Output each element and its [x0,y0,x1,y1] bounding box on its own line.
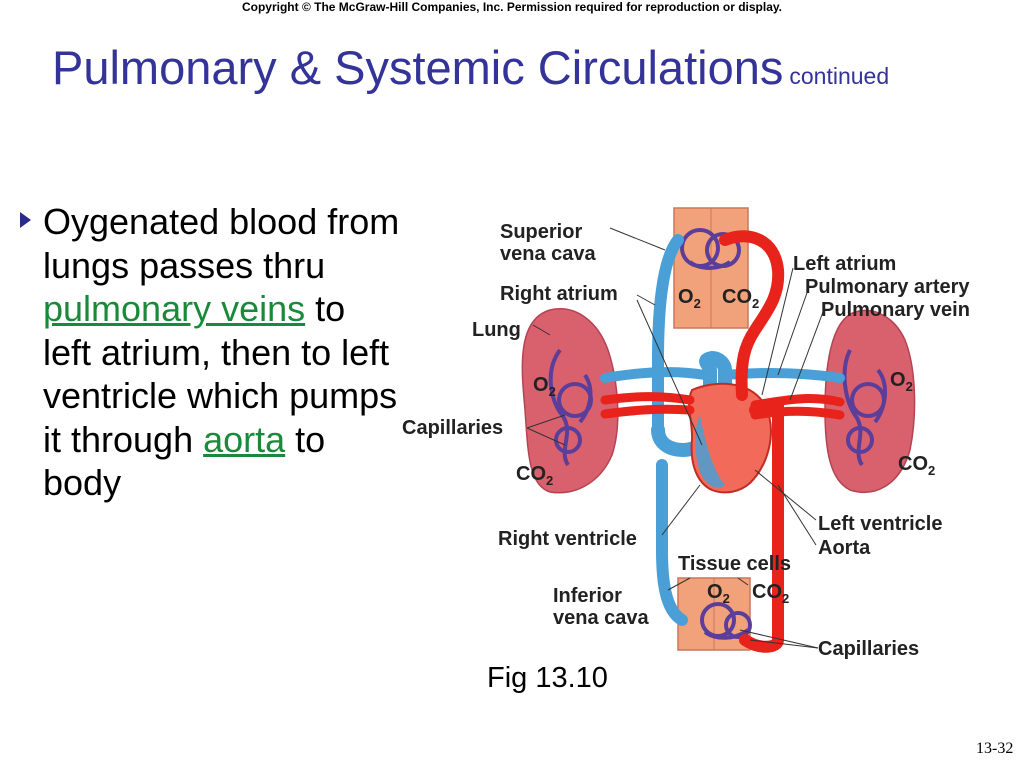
aorta-link[interactable]: aorta [203,418,286,460]
gas-o2-left: O2 [533,374,556,399]
gas-co2-right-sub: 2 [928,463,935,478]
label-capillaries-bottom: Capillaries [818,638,919,660]
left-lung-capillaries [548,348,593,467]
heart-right-side [695,415,725,488]
gas-co2-bottom: CO2 [752,581,789,606]
bullet-text-part1: Oygenated blood from lungs passes thru [43,201,400,286]
label-tissue-cells: Tissue cells [678,553,791,575]
gas-o2-right: O2 [890,369,913,394]
bullet-arrow-icon [20,212,31,228]
gas-co2-left-sub: 2 [546,473,553,488]
gas-co2-top-sub: 2 [752,296,759,311]
bottom-capillaries [700,602,752,640]
gas-o2-bottom: O2 [707,581,730,606]
figure-caption: Fig 13.10 [487,662,608,694]
pulmonary-veins-link[interactable]: pulmonary veins [43,288,306,329]
gas-o2-left-sub: 2 [549,384,556,399]
gas-o2-left-o: O [533,374,549,396]
label-inferior-vena-cava-2: vena cava [553,607,650,629]
gas-o2-right-sub: 2 [906,379,913,394]
page-number: 13-32 [976,740,1014,757]
label-superior-vena-cava-1: Superior [500,221,582,243]
bullet-text-part3: to body [43,418,326,504]
gas-co2-right-co: CO [898,453,928,475]
gas-co2-left: CO2 [516,463,553,488]
title-continued: continued [789,63,890,89]
gas-o2-top-o: O [678,286,694,308]
label-pulmonary-artery: Pulmonary artery [805,276,970,298]
gas-o2-bottom-o: O [707,581,723,603]
gas-o2-right-o: O [890,369,906,391]
gas-o2-bottom-sub: 2 [723,591,730,606]
slide-title-text: Pulmonary & Systemic Circulations [52,41,784,94]
gas-co2-right: CO2 [898,453,935,478]
label-leader-lines [526,227,824,649]
label-inferior-vena-cava-1: Inferior [553,585,622,607]
bullet-text-part2: to left atrium, then to left ventricle w… [43,288,398,460]
gas-o2-top-sub: 2 [694,296,701,311]
copyright-notice: Copyright © The McGraw-Hill Companies, I… [241,0,783,14]
gas-o2-top: O2 [678,286,701,311]
label-left-ventricle: Left ventricle [818,513,942,535]
label-pulmonary-vein: Pulmonary vein [821,299,970,321]
label-right-atrium: Right atrium [500,283,618,305]
label-right-ventricle: Right ventricle [498,528,637,550]
label-aorta: Aorta [818,537,871,559]
gas-co2-top-co: CO [722,286,752,308]
left-lung-shape [521,308,619,494]
gas-co2-top: CO2 [722,286,759,311]
circulation-diagram: Superior vena cava Right atrium Lung Cap… [402,207,970,660]
label-left-atrium: Left atrium [793,253,896,275]
gas-co2-left-co: CO [516,463,546,485]
top-capillaries [680,228,741,270]
right-lung-capillaries [842,349,887,467]
label-lung: Lung [472,319,521,341]
bullet-text: Oygenated blood from lungs passes thru p… [43,200,403,505]
gas-co2-bottom-sub: 2 [782,591,789,606]
label-superior-vena-cava-2: vena cava [500,243,597,265]
label-capillaries-left: Capillaries [402,417,503,439]
gas-co2-bottom-co: CO [752,581,782,603]
